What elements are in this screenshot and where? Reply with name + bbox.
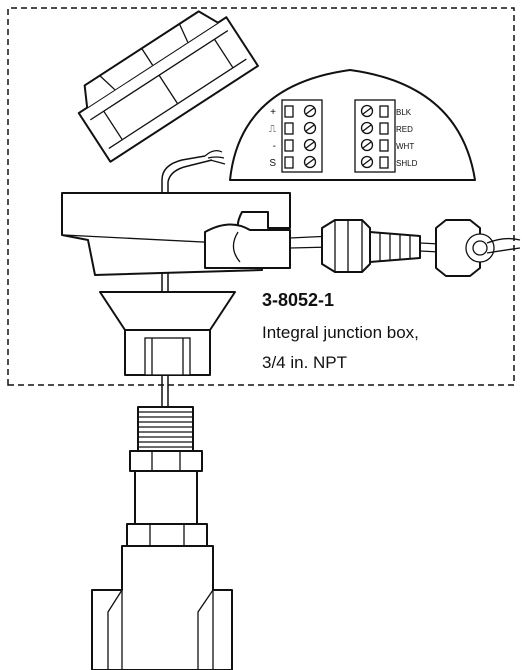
terminal-label-plus: + [270,107,276,118]
junction-box-boundary [7,7,515,386]
wire-ends [204,150,226,165]
junction-box-stem [99,291,236,376]
terminal-board [229,69,476,181]
terminal-block-right: BLK RED WHT SHLD [354,99,418,173]
part-number: 3-8052-1 [262,290,334,310]
junction-box-lid [77,10,259,163]
cable-gland [289,219,521,277]
terminal-label-shield: S [269,158,276,169]
threaded-fitting [126,406,208,547]
description-line-1: Integral junction box, [262,323,419,342]
description-line-2: 3/4 in. NPT [262,353,347,372]
sensor-cable [161,155,206,560]
terminal-label-blk: BLK [396,108,412,117]
terminal-block-left: + ⎍ - S [269,99,323,173]
sensor-body [91,545,233,670]
junction-box-housing [61,192,291,276]
terminal-label-red: RED [396,125,413,134]
terminal-label-minus: - [273,141,276,152]
sensor-cable-outer [167,159,213,560]
terminal-label-shld: SHLD [396,159,418,168]
terminal-label-pulse: ⎍ [269,124,276,135]
terminal-label-wht: WHT [396,142,414,151]
